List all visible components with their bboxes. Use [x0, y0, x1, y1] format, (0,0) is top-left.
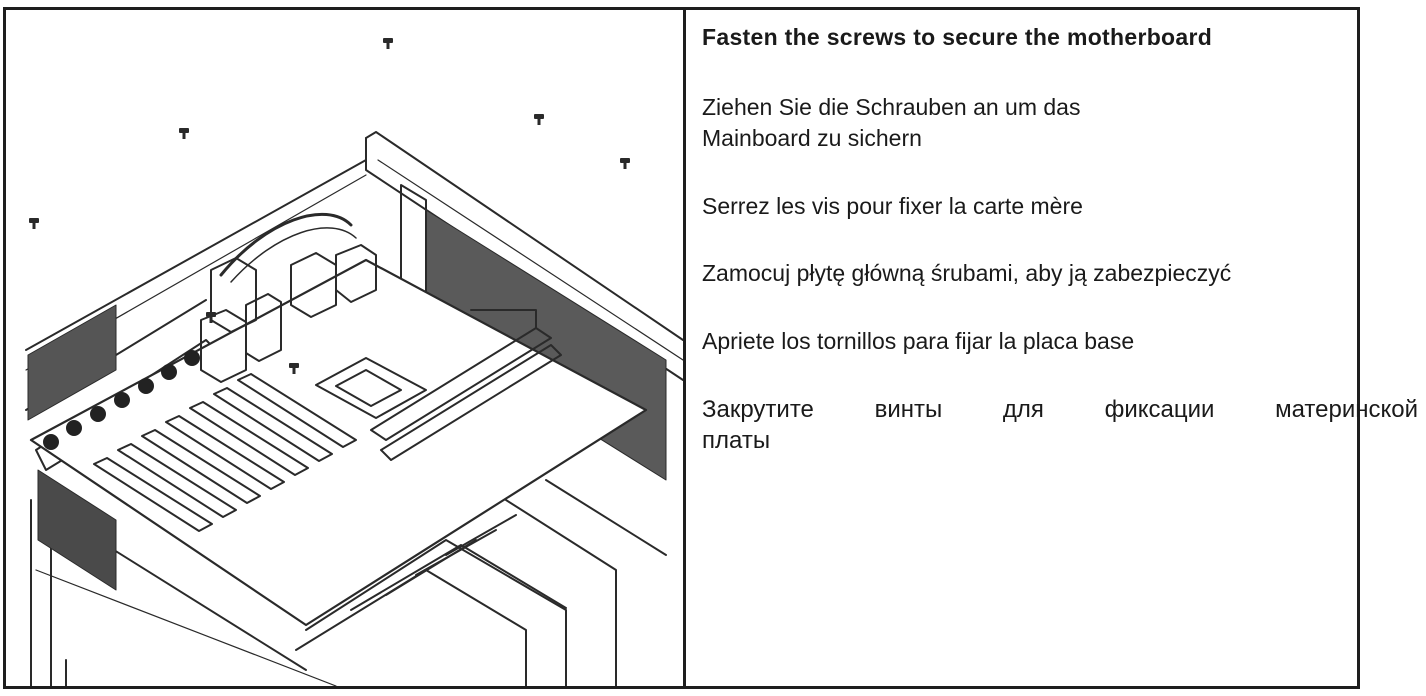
case-line-drawing	[25, 38, 683, 686]
instruction-title-english: Fasten the screws to secure the motherbo…	[702, 24, 1213, 50]
rear-io-connectors	[43, 350, 200, 450]
instruction-polish: Zamocuj płytę główną śrubami, aby ją zab…	[702, 260, 1232, 286]
instruction-spanish: Apriete los tornillos para fijar la plac…	[702, 328, 1135, 354]
manual-step-frame: Fasten the screws to secure the motherbo…	[3, 7, 1418, 689]
case-top-rail	[365, 131, 683, 341]
expansion-slots	[93, 373, 357, 532]
instruction-french: Serrez les vis pour fixer la carte mère	[702, 193, 1083, 219]
instruction-russian-line-2: платы	[702, 427, 771, 454]
instruction-text-panel: Fasten the screws to secure the motherbo…	[686, 10, 1418, 686]
drive-cage	[305, 539, 567, 686]
instruction-russian: Закрутите винты для фиксации материнской…	[702, 394, 1418, 456]
instruction-german: Ziehen Sie die Schrauben an um das Mainb…	[702, 94, 1081, 151]
case-left-wall	[25, 159, 367, 351]
instruction-russian-line-1: Закрутите винты для фиксации материнской	[702, 396, 1418, 423]
motherboard-screws	[29, 38, 630, 374]
motherboard-installation-illustration	[6, 10, 686, 686]
